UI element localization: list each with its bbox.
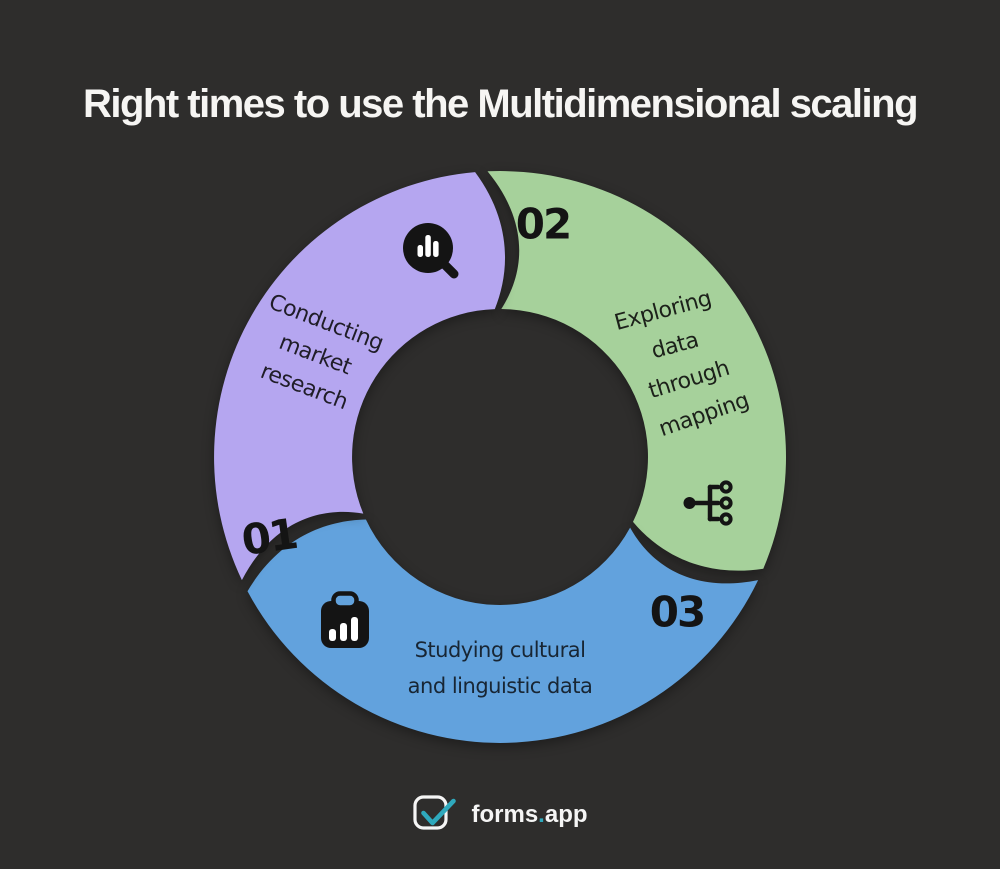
brand-wordmark-forms: forms bbox=[471, 801, 539, 828]
tree-hierarchy-icon bbox=[683, 480, 733, 526]
forms-app-logo-icon bbox=[413, 795, 456, 830]
brand-logo: forms.app bbox=[412, 792, 588, 838]
segment-03-number: 03 bbox=[649, 587, 706, 637]
segment-01-number: 01 bbox=[238, 508, 300, 566]
segment-02-number: 02 bbox=[515, 199, 572, 249]
segment-03-arc bbox=[247, 519, 759, 743]
brand-wordmark-dot: . bbox=[538, 801, 545, 828]
brand-wordmark: forms.app bbox=[471, 801, 587, 829]
page-title: Right times to use the Multidimensional … bbox=[82, 82, 919, 126]
clipboard-bar-chart-icon bbox=[321, 591, 369, 648]
segment-03-label-line: Studying cultural bbox=[414, 638, 586, 662]
magnifier-bar-chart-icon bbox=[403, 223, 459, 279]
segment-02-arc bbox=[487, 171, 787, 571]
segment-01-arc bbox=[214, 172, 506, 581]
brand-wordmark-app: app bbox=[544, 801, 588, 828]
segment-03-label-line: and linguistic data bbox=[407, 674, 593, 698]
